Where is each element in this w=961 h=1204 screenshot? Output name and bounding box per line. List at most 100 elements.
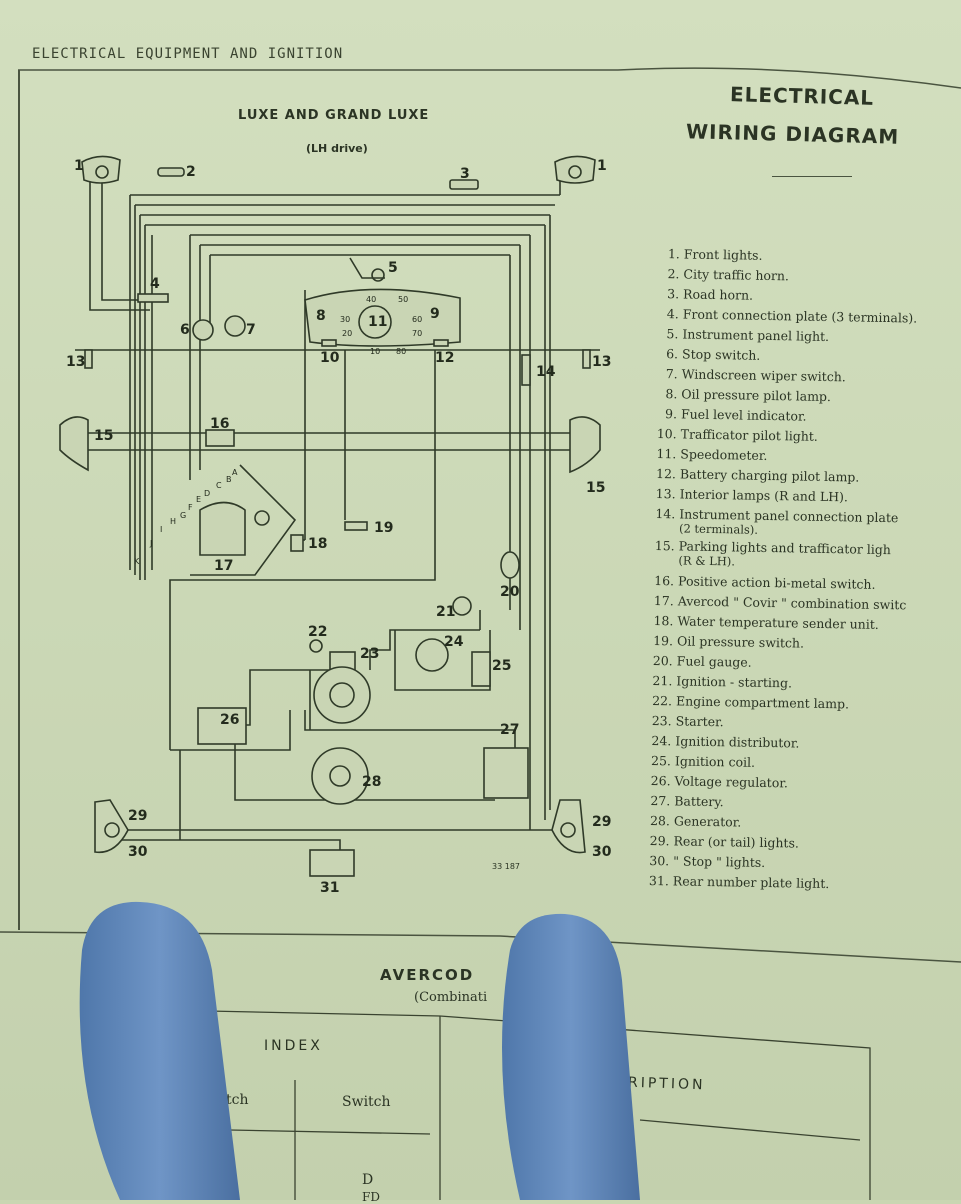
label-6: 6 [180,322,190,338]
legend-item-number: 16. [654,572,675,589]
parking-light-left [59,416,89,472]
wire-label-d: D [204,489,210,498]
left-finger [79,901,240,1200]
legend-item-number: 14. [655,506,676,522]
wire-label-b: B [226,475,232,484]
legend-item-number: 5. [666,326,679,342]
wire-label-a: A [232,468,238,477]
legend-item-text: Ignition - starting. [676,673,793,691]
wire [89,170,150,311]
starter-core [329,682,355,708]
legend-item-text: Starter. [675,713,724,730]
combination-switch-knob [254,510,270,526]
speedo-20: 20 [342,329,352,338]
legend-item-number: 26. [650,772,671,789]
instrument-panel-light [371,268,385,282]
speedo-60: 60 [412,315,422,324]
legend-item-continuation: (2 terminals). [678,521,759,537]
wire [234,740,495,801]
label-8: 8 [316,308,326,324]
panel-connection-plate [521,354,531,386]
label-12: 12 [435,350,454,366]
speedo-50: 50 [398,295,408,304]
wire-label-i: I [160,525,162,534]
label-10: 10 [320,350,340,366]
label-11: 11 [368,314,387,330]
label-24: 24 [444,634,464,650]
legend-item-text: Stop switch. [681,346,761,363]
legend-item-number: 13. [655,485,676,502]
speedometer [358,305,392,339]
wire [369,629,480,670]
legend-item-number: 11. [656,446,677,462]
rear-light-left-lamp [104,822,120,838]
interior-lamp-left [84,349,93,369]
legend-item-text: Avercod " Covir " combination switc [677,593,907,613]
legend-item-number: 1. [667,246,680,262]
voltage-regulator [197,707,247,745]
wire-label-c: C [216,481,222,490]
legend-item-text: Front connection plate (3 terminals). [682,306,918,326]
ignition-distributor [415,638,449,672]
battery [483,747,529,799]
legend-item-text: Fuel level indicator. [680,406,807,424]
legend-item-number: 18. [653,612,674,629]
wire-label-h: H [170,517,176,526]
label-26: 26 [220,712,239,728]
wire-label-j: J [149,539,152,548]
legend-item-text: Positive action bi-metal switch. [677,573,876,592]
legend-item-text: City traffic horn. [683,266,790,284]
right-finger [502,913,640,1200]
stop-switch [192,319,214,341]
gloved-fingers [79,901,640,1200]
page-left-rule [18,70,20,930]
label-18: 18 [308,536,327,552]
legend-item: 13.Interior lamps (R and LH). [653,484,956,509]
legend-item-text: Fuel gauge. [676,653,752,670]
water-temp-sender [290,534,304,552]
wiring-diagram: 1 1 2 3 4 5 6 7 8 9 10 11 12 13 13 14 15… [59,155,612,896]
legend-item-number: 15. [654,538,675,554]
label-17: 17 [214,558,233,574]
diagram-reference-code: 33 187 [492,862,520,871]
wire-label-f: F [188,503,193,512]
battery-charging-pilot-lamp [433,339,449,347]
label-4: 4 [150,276,160,292]
legend-item-text: Speedometer. [680,446,768,463]
legend-item-number: 9. [664,406,678,422]
legend-item-number: 6. [666,346,679,362]
legend-item-number: 2. [667,266,680,282]
legend-item-number: 24. [651,732,672,749]
road-horn [449,179,479,190]
legend-item-number: 27. [650,792,671,809]
legend-list: 1.Front lights.2.City traffic horn.3.Roa… [646,244,960,909]
front-light-right-lamp [568,165,582,179]
legend-item-text: Rear (or tail) lights. [673,833,800,851]
legend-item-text: Interior lamps (R and LH). [679,486,849,505]
legend-item-number: 7. [665,366,678,382]
legend-item-number: 21. [652,672,673,689]
label-3: 3 [460,166,470,182]
legend-item-text: Road horn. [683,286,754,303]
legend-item-text: Voltage regulator. [674,773,789,791]
diagram-subtitle: (LH drive) [306,142,368,155]
wire [190,464,297,576]
label-7: 7 [246,322,256,338]
ignition-starting [452,596,472,616]
legend-item-number: 23. [651,712,672,729]
legend-item-number: 17. [653,592,674,609]
legend-item-text: " Stop " lights. [673,853,766,870]
label-20: 20 [500,584,520,600]
trafficator-pilot-light [321,339,337,347]
legend-item-number: 8. [665,386,678,402]
legend-item: 14.Instrument panel connection plate(2 t… [653,507,956,540]
label-16: 16 [210,416,229,432]
lower-page-title: AVERCOD [380,966,475,984]
front-connection-plate [137,293,169,303]
switch-column-2: Switch [342,1094,391,1110]
running-head: ELECTRICAL EQUIPMENT AND IGNITION [32,46,344,62]
label-23: 23 [360,646,379,662]
legend-item-number: 28. [649,812,671,829]
label-14: 14 [536,364,556,380]
